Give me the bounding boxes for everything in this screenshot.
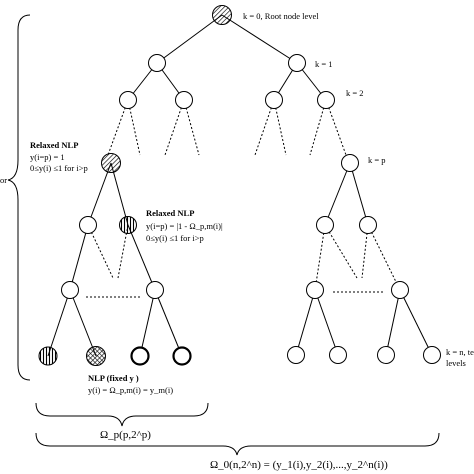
level-kn-label-2: levels — [446, 358, 466, 368]
node-left-lower-1 — [61, 281, 79, 299]
omega-p-formula: Ω_p(p,2^p) — [100, 429, 151, 441]
relaxed-nlp-1-title: Relaxed NLP — [30, 140, 79, 150]
node-k2-3 — [265, 91, 283, 109]
omega-p-brace — [35, 402, 209, 427]
node-kp-right — [341, 154, 359, 172]
relaxed-nlp-2-title: Relaxed NLP — [146, 208, 195, 218]
node-right-lower-2 — [391, 281, 409, 299]
relaxed-nlp-2-line1: y(i=p) = |1 - Ω_p,m(i)| — [146, 221, 223, 231]
node-left-sub-1 — [79, 216, 97, 234]
level-k1-label: k = 1 — [315, 59, 333, 69]
root-node — [212, 5, 232, 25]
level-k2-label: k = 2 — [346, 88, 364, 98]
dotted-edges — [86, 99, 401, 298]
leaf-bold-1 — [130, 346, 150, 366]
level-kp-label: k = p — [368, 155, 386, 165]
relaxed-nlp-1-line2-text: 0≤y(i) ≤1 for i>p — [30, 163, 88, 173]
level-kn-label: k = n, te — [446, 347, 474, 357]
level-root-label: k = 0, Root node level — [243, 11, 319, 21]
left-edge-text: or — [0, 175, 8, 185]
tree-edges — [47, 14, 433, 357]
relaxed-nlp-2-line2: 0≤y(i) ≤1 for i>p — [146, 233, 204, 243]
node-k2-2 — [175, 91, 193, 109]
node-right-sub-2 — [359, 216, 377, 234]
relaxed-nlp-1-line2: 0≤y(i) ≤1 for i>p — [30, 163, 88, 174]
leaf-right-1 — [287, 346, 305, 364]
leaf-vertical-hatched — [38, 346, 58, 366]
leaf-right-3 — [377, 346, 395, 364]
leaf-bold-2 — [172, 346, 192, 366]
node-left-lower-2 — [146, 281, 164, 299]
node-k1-left — [148, 54, 166, 72]
node-k2-1 — [119, 91, 137, 109]
omega-0-formula: Ω_0(n,2^n) = (y_1(i),y_2(i),...,y_2^n(i)… — [210, 459, 388, 471]
node-k2-4 — [317, 91, 335, 109]
left-vertical-brace — [7, 14, 31, 381]
node-kp-hatched — [101, 153, 121, 173]
nlp-fixed-title: NLP (fixed y ) — [88, 373, 139, 383]
leaf-right-4 — [423, 346, 441, 364]
leaf-right-2 — [329, 346, 347, 364]
node-right-lower-1 — [306, 281, 324, 299]
node-right-sub-1 — [316, 216, 334, 234]
omega-0-brace — [35, 432, 440, 456]
node-vertical-hatched — [119, 216, 137, 234]
node-k1-right — [288, 54, 306, 72]
nlp-fixed-line1: y(i) = Ω_p,m(i) = y_m(i) — [88, 385, 174, 395]
relaxed-nlp-1-line1: y(i=p) = 1 — [30, 152, 65, 162]
leaf-cross-hatched — [86, 346, 106, 366]
